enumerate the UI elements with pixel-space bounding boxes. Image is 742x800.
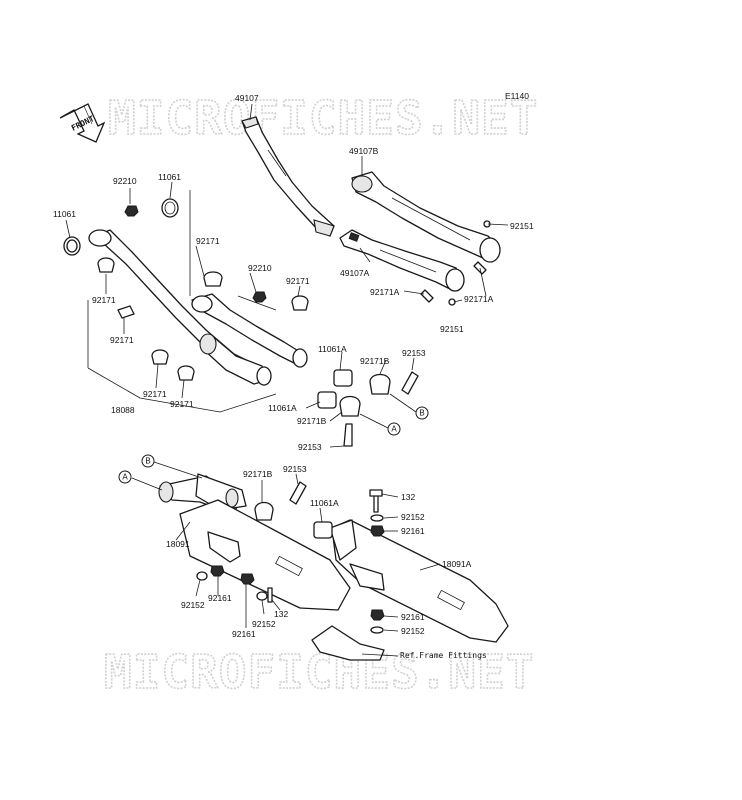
label-92171b-muffler: 92171B — [243, 469, 273, 479]
label-92171-d: 92171 — [286, 276, 310, 286]
clamp-92171b-muffler — [254, 501, 274, 521]
nut-92161-right-top — [370, 525, 385, 537]
label-92152-left: 92152 — [181, 600, 205, 610]
marker-b-upper: B — [415, 406, 429, 420]
watermark-top: MICROFICHES.NET — [108, 91, 538, 145]
label-92151-bottom: 92151 — [440, 324, 464, 334]
leader-lines — [65, 103, 509, 657]
gasket-11061a-lower — [317, 391, 337, 409]
clamp-92171-a — [97, 257, 115, 273]
bolt-132-left — [267, 587, 273, 603]
label-92171-a: 92171 — [92, 295, 116, 305]
front-arrow-icon: FRONT — [59, 103, 106, 143]
label-92171b-lower: 92171B — [297, 416, 327, 426]
assembly-bracket-18088 — [87, 367, 277, 413]
label-92152-right-top: 92152 — [401, 512, 425, 522]
label-92153-lower: 92153 — [298, 442, 322, 452]
marker-a-upper: A — [387, 422, 401, 436]
heat-shield-49107a — [339, 229, 465, 292]
label-92171b-upper: 92171B — [360, 356, 390, 366]
svg-text:A: A — [391, 425, 397, 434]
label-11061a-upper: 11061A — [318, 344, 347, 354]
bolt-92153-upper — [401, 371, 419, 395]
marker-b-lower: B — [141, 454, 155, 468]
label-92152-right-bottom: 92152 — [401, 626, 425, 636]
heat-shield-49107 — [241, 116, 335, 237]
clamp-92171-b — [117, 305, 135, 319]
label-92161-left-a: 92161 — [208, 593, 232, 603]
svg-text:B: B — [419, 409, 424, 418]
bolt-92153-muffler — [289, 481, 307, 505]
gasket-11061-top — [161, 198, 179, 218]
label-92171a-right: 92171A — [464, 294, 494, 304]
nut-92210-mid — [252, 291, 267, 303]
label-132-left: 132 — [274, 609, 288, 619]
bolt-132-right — [373, 493, 379, 513]
nut-92210-top — [124, 205, 139, 217]
gasket-11061a-muffler — [313, 521, 333, 539]
label-49107a: 49107A — [340, 268, 370, 278]
label-11061-left: 11061 — [53, 209, 76, 219]
clamp-92171a-left — [420, 289, 434, 303]
label-92153-upper: 92153 — [402, 348, 426, 358]
label-132-right: 132 — [401, 492, 415, 502]
label-49107b: 49107B — [349, 146, 379, 156]
watermark-bottom: MICROFICHES.NET — [104, 645, 534, 699]
label-18091: 18091 — [166, 539, 190, 549]
label-frame-fittings: Ref.Frame Fittings — [400, 651, 487, 660]
label-92161-left-b: 92161 — [232, 629, 256, 639]
gasket-11061a-upper — [333, 369, 353, 387]
label-18091a: 18091A — [442, 559, 472, 569]
label-92153-muffler: 92153 — [283, 464, 307, 474]
nut-92161-left-a — [210, 565, 225, 577]
washer-92152-left-b — [256, 591, 268, 601]
clamp-92171b-upper — [369, 373, 391, 395]
diagram-code: E1140 — [505, 91, 529, 101]
bolt-92153-lower — [343, 423, 353, 447]
label-92171a-left: 92171A — [370, 287, 400, 297]
label-11061a-muffler: 11061A — [310, 498, 339, 508]
washer-92152-right-bottom — [370, 626, 384, 634]
muffler-18091 — [158, 473, 351, 611]
clamp-92171-f — [177, 365, 195, 381]
label-92171-f: 92171 — [170, 399, 194, 409]
label-92210-top: 92210 — [113, 176, 137, 186]
clamp-92171-c — [203, 271, 223, 287]
washer-92152-left — [196, 571, 208, 581]
label-92161-right-top: 92161 — [401, 526, 425, 536]
label-92152-left-b: 92152 — [252, 619, 276, 629]
svg-text:A: A — [122, 473, 128, 482]
header-pipe-18088 — [88, 229, 308, 386]
part-labels: 49107 49107B 92151 49107A 92171A 92171A … — [53, 93, 534, 660]
label-18088: 18088 — [111, 405, 135, 415]
nut-92161-left-b — [240, 573, 255, 585]
label-92210-mid: 92210 — [248, 263, 272, 273]
label-49107: 49107 — [235, 93, 259, 103]
label-11061-top: 11061 — [158, 172, 181, 182]
muffler-18091a — [329, 519, 509, 643]
clamp-92171b-lower — [339, 395, 361, 417]
marker-a-lower: A — [118, 470, 132, 484]
label-92161-right-bottom: 92161 — [401, 612, 425, 622]
label-92171-c: 92171 — [196, 236, 220, 246]
clamp-92171-e — [151, 349, 169, 365]
nut-92161-right-bottom — [370, 609, 385, 621]
label-11061a-lower: 11061A — [268, 403, 297, 413]
svg-text:B: B — [145, 457, 150, 466]
label-92171-b: 92171 — [110, 335, 134, 345]
washer-92152-right-top — [370, 514, 384, 522]
heat-shield-49107b — [351, 171, 501, 263]
label-92151-top: 92151 — [510, 221, 534, 231]
label-92171-e: 92171 — [143, 389, 167, 399]
clamp-92171-d — [291, 295, 309, 311]
